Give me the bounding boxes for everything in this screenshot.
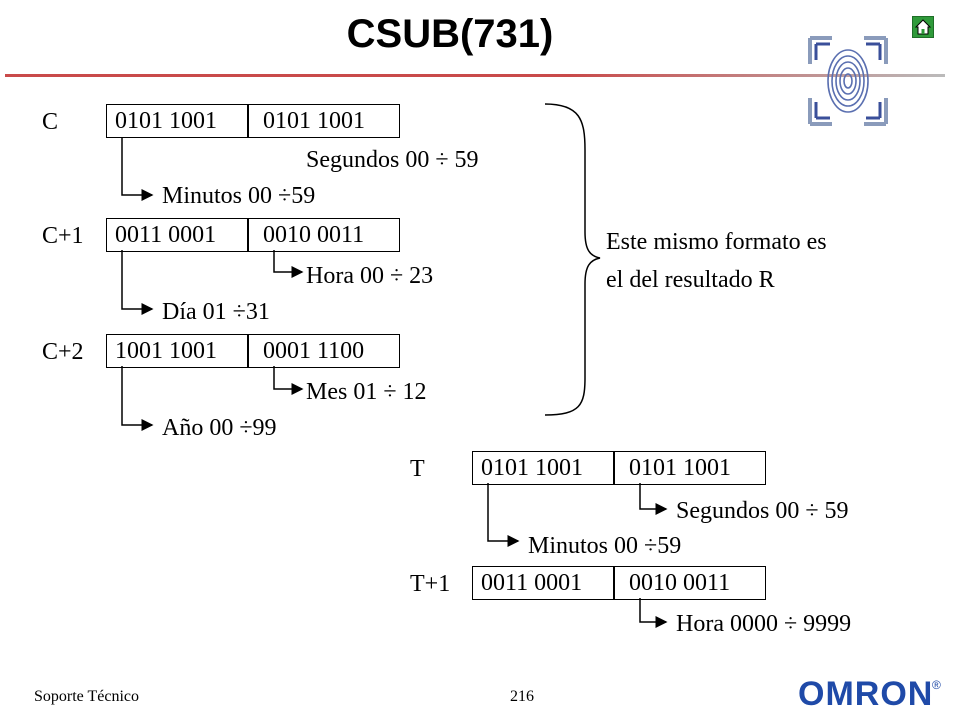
page-title: CSUB(731) xyxy=(346,12,554,56)
note-line-2: el del resultado R xyxy=(606,267,775,293)
footer-left: Soporte Técnico xyxy=(34,688,140,705)
register-c-high: 0101 1001 xyxy=(115,108,217,134)
register-t1-high: 0011 0001 xyxy=(481,570,583,596)
register-c-low: 0101 1001 xyxy=(263,108,365,134)
label-ano: Año 00 ÷99 xyxy=(162,415,277,441)
register-c1-low: 0010 0011 xyxy=(263,222,365,248)
label-mes: Mes 01 ÷ 12 xyxy=(306,379,427,405)
label-hora: Hora 00 ÷ 23 xyxy=(306,263,434,289)
register-label-c: C xyxy=(42,109,59,135)
register-label-c1: C+1 xyxy=(42,223,84,249)
label-dia: Día 01 ÷31 xyxy=(162,299,270,325)
register-t: 0101 1001 0101 1001 xyxy=(472,451,766,485)
fingerprint-logo xyxy=(808,36,888,126)
register-label-t1: T+1 xyxy=(410,571,451,597)
byte-divider xyxy=(613,452,615,484)
byte-divider xyxy=(247,105,249,137)
note-line-1: Este mismo formato es xyxy=(606,229,827,255)
home-button[interactable] xyxy=(912,16,934,38)
register-label-c2: C+2 xyxy=(42,339,84,365)
register-c2-high: 1001 1001 xyxy=(115,338,217,364)
byte-divider xyxy=(613,567,615,599)
label-t-hora: Hora 0000 ÷ 9999 xyxy=(676,611,852,637)
register-t1: 0011 0001 0010 0011 xyxy=(472,566,766,600)
register-c1-high: 0011 0001 xyxy=(115,222,217,248)
byte-divider xyxy=(247,219,249,251)
label-minutos: Minutos 00 ÷59 xyxy=(162,183,316,209)
omron-logo: omron ® xyxy=(798,676,948,714)
title-divider xyxy=(5,74,945,77)
label-t-segundos: Segundos 00 ÷ 59 xyxy=(676,498,849,524)
page-number: 216 xyxy=(510,688,534,705)
label-segundos: Segundos 00 ÷ 59 xyxy=(306,147,479,173)
fingerprint-icon xyxy=(808,36,888,126)
registered-mark: ® xyxy=(932,678,941,692)
register-t-high: 0101 1001 xyxy=(481,455,583,481)
label-t-minutos: Minutos 00 ÷59 xyxy=(528,533,682,559)
omron-logo-text: omron xyxy=(798,675,934,713)
register-c2-low: 0001 1100 xyxy=(263,338,365,364)
register-c: 0101 1001 0101 1001 xyxy=(106,104,400,138)
register-c2: 1001 1001 0001 1100 xyxy=(106,334,400,368)
home-icon xyxy=(914,19,932,35)
register-t1-low: 0010 0011 xyxy=(629,570,731,596)
register-t-low: 0101 1001 xyxy=(629,455,731,481)
register-label-t: T xyxy=(410,456,425,482)
register-c1: 0011 0001 0010 0011 xyxy=(106,218,400,252)
byte-divider xyxy=(247,335,249,367)
